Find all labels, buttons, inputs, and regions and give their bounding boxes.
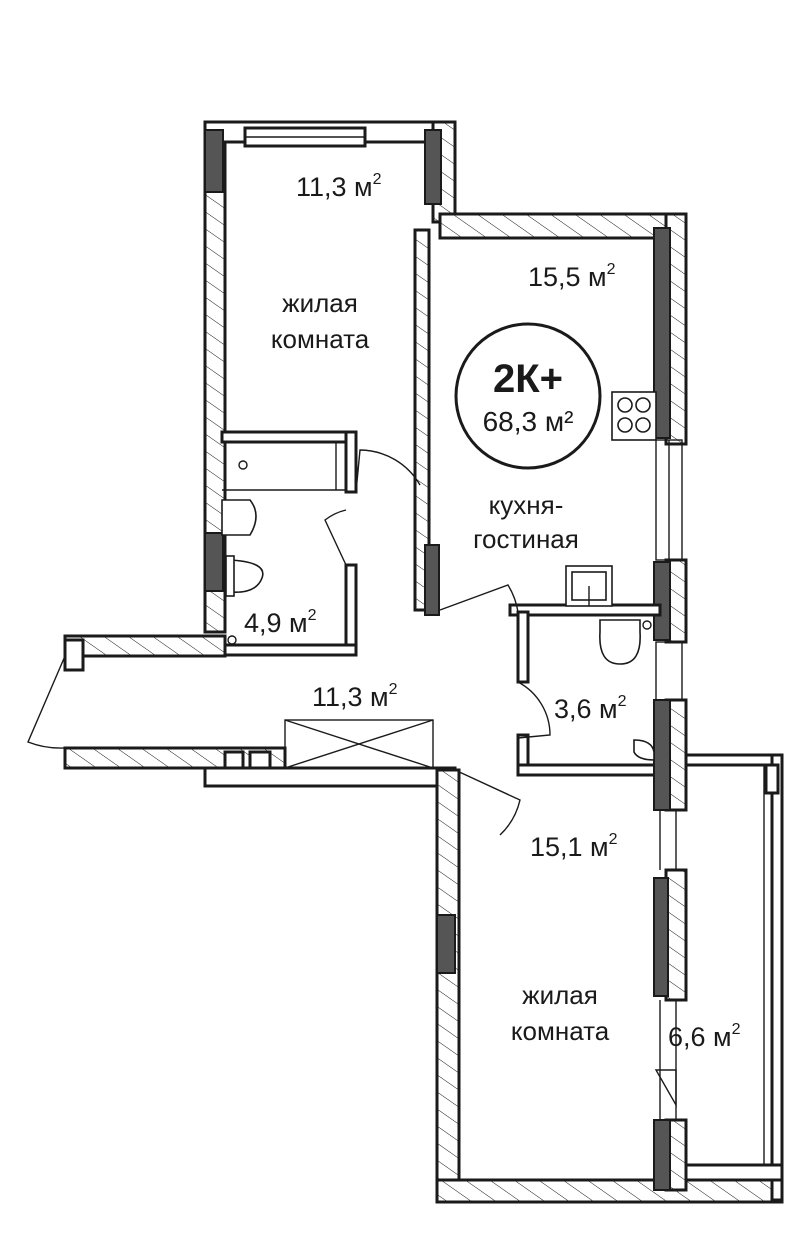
name-bedroom-bottom-2: комната [511, 1016, 610, 1046]
kitchen-living-walls [438, 212, 688, 644]
balcony-walls [684, 753, 784, 1202]
wc-walls [516, 610, 688, 812]
entrance-door-swing [27, 655, 66, 749]
area-kitchen-living: 15,5 м2 [528, 261, 616, 292]
name-kitchen-living-1: кухня- [489, 490, 564, 520]
name-kitchen-living-2: гостиная [473, 524, 579, 554]
bathroom-door-swing [355, 449, 421, 493]
toilet-icon [221, 499, 264, 597]
sink-icon [565, 565, 613, 607]
stove-icon [611, 391, 657, 441]
apartment-badge: 2К+ 68,3 м² [454, 322, 602, 470]
name-bedroom-top-2: комната [271, 324, 370, 354]
area-bathroom: 4,9 м2 [244, 607, 317, 638]
area-bedroom-bottom: 15,1 м2 [530, 831, 618, 862]
area-wc: 3,6 м2 [554, 693, 627, 724]
name-bedroom-top-1: жилая [282, 288, 358, 318]
bedroom-bottom-door-swing [454, 769, 521, 836]
apartment-total-area: 68,3 м² [483, 406, 574, 437]
wc-toilet-icon [599, 619, 655, 761]
bedroom-top-walls [203, 120, 457, 634]
name-bedroom-bottom-1: жилая [522, 980, 598, 1010]
kitchen-door-swing [439, 584, 519, 613]
bedroom-bottom-walls [435, 768, 784, 1204]
wc-door-swing [517, 681, 551, 739]
hall-walls [63, 634, 457, 788]
apartment-type: 2К+ [493, 357, 563, 401]
bathroom-walls [220, 430, 358, 657]
bathroom-door-swing-2 [324, 509, 347, 566]
area-balcony: 6,6 м2 [668, 1021, 741, 1052]
area-bedroom-top: 11,3 м2 [296, 171, 382, 202]
area-hall: 11,3 м2 [312, 681, 398, 712]
